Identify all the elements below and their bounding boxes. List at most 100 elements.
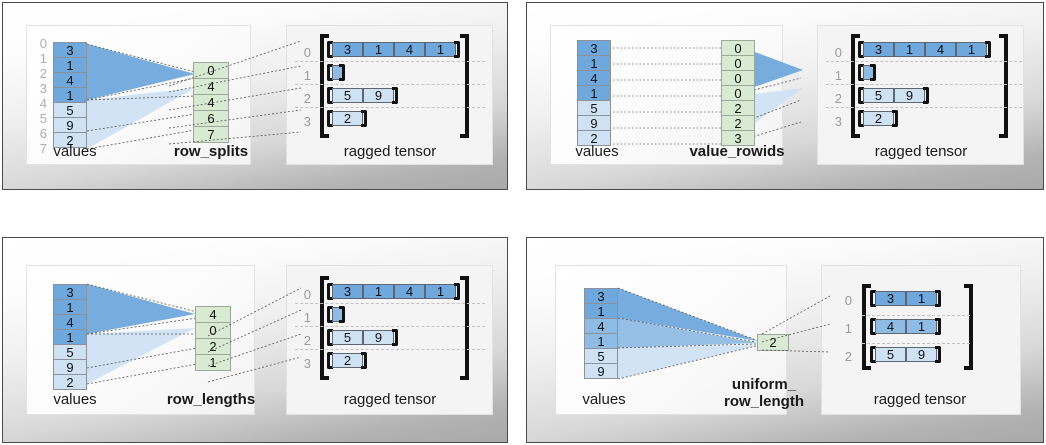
- encoding-cell: 0: [721, 55, 755, 71]
- value-cell: 1: [53, 57, 87, 73]
- encoding-cell: 0: [721, 85, 755, 101]
- value-cell: 1: [577, 55, 611, 71]
- value-cell: 1: [584, 303, 618, 319]
- tensor-cell: 9: [363, 330, 394, 345]
- value-index: 3: [39, 81, 47, 96]
- row-bracket-left: [870, 290, 876, 307]
- tensor-cell: 9: [906, 347, 937, 362]
- value-cell: 4: [584, 318, 618, 334]
- tensor-row-index: 3: [834, 114, 842, 129]
- row-divider: [295, 84, 485, 85]
- tensor-row-index: 1: [303, 68, 311, 83]
- row-bracket-left: [858, 87, 864, 104]
- tensor-row-index: 2: [834, 91, 842, 106]
- row-bracket-left: [327, 64, 333, 81]
- tensor-bracket-right: [460, 276, 469, 380]
- encoding-label: row_splits: [173, 143, 249, 160]
- row-bracket-left: [327, 41, 333, 58]
- row-bracket-right: [892, 110, 898, 127]
- value-index: 4: [39, 96, 47, 111]
- encoding-card-uniform-row-length: 3 1 4 1 5 9 2 values uniform_ row_length: [555, 265, 804, 415]
- value-index: 2: [39, 66, 47, 81]
- encoding-card-value-rowids: 3 1 4 1 5 9 2 0 0 0 0 2 2 3 values value…: [550, 25, 803, 165]
- encoding-column-row-splits: 0 4 4 6 7: [193, 62, 229, 143]
- encoding-column-uniform-row-length: 2: [757, 334, 789, 351]
- tensor-cell: 3: [332, 42, 363, 57]
- tensor-cell: 2: [863, 111, 894, 126]
- row-bracket-left: [327, 329, 333, 346]
- values-label: values: [575, 143, 619, 160]
- row-bracket-left: [870, 346, 876, 363]
- values-column-row-lengths: 3 1 4 1 5 9 2: [53, 284, 87, 390]
- encoding-cell: 2: [757, 334, 789, 351]
- row-bracket-left: [870, 318, 876, 335]
- value-cell: 1: [577, 85, 611, 101]
- tensor-row-index: 3: [303, 356, 311, 371]
- encoding-cell: 0: [721, 40, 755, 56]
- row-bracket-right: [454, 283, 460, 300]
- value-index: 5: [39, 111, 47, 126]
- tensor-cell: 1: [425, 42, 456, 57]
- row-bracket-right: [935, 290, 941, 307]
- value-cell: 9: [53, 117, 87, 133]
- tensor-cell: 5: [332, 330, 363, 345]
- row-bracket-left: [858, 110, 864, 127]
- encoding-cell: 2: [195, 338, 231, 355]
- encoding-cell: 2: [721, 100, 755, 116]
- tensor-label: ragged tensor: [343, 143, 437, 160]
- row-bracket-right: [339, 306, 345, 323]
- tensor-row-index: 0: [303, 287, 311, 302]
- row-divider: [295, 349, 485, 350]
- tensor-bracket-right: [964, 284, 973, 370]
- encoding-cell: 3: [721, 130, 755, 146]
- row-bracket-right: [935, 346, 941, 363]
- tensor-bracket-right: [460, 34, 469, 138]
- value-cell: 1: [53, 87, 87, 103]
- tensor-label: ragged tensor: [873, 391, 967, 408]
- row-bracket-right: [392, 87, 398, 104]
- row-divider: [826, 84, 1022, 85]
- value-cell: 4: [53, 314, 87, 330]
- tensor-bracket-left: [851, 34, 860, 138]
- encoding-card-row-splits: 3 1 4 1 5 9 2 0 1 2 3 4 5 6 7 0 4 4 6: [26, 25, 251, 165]
- tensor-row-index: 0: [303, 45, 311, 60]
- value-index: 1: [39, 51, 47, 66]
- row-bracket-left: [327, 306, 333, 323]
- tensor-cell: 4: [875, 319, 906, 334]
- tensor-row-index: 1: [834, 68, 842, 83]
- tensor-label: ragged tensor: [343, 391, 437, 408]
- row-divider: [295, 303, 485, 304]
- tensor-card-uniform-row-length: 0 1 2 3 1 4 1 5 9 ragged tensor: [761, 265, 1021, 415]
- tensor-bracket-left: [862, 284, 871, 370]
- tensor-cell: 5: [332, 88, 363, 103]
- tensor-cell: 1: [906, 291, 937, 306]
- value-cell: 5: [53, 344, 87, 360]
- value-index: 6: [39, 126, 47, 141]
- value-cell: 3: [53, 284, 87, 300]
- values-label: values: [53, 391, 97, 408]
- encoding-cell: 4: [193, 78, 229, 95]
- value-cell: 5: [584, 348, 618, 364]
- tensor-bracket-right: [999, 34, 1008, 138]
- row-bracket-right: [985, 41, 991, 58]
- tensor-cell: 1: [956, 42, 987, 57]
- row-bracket-right: [392, 329, 398, 346]
- row-divider: [826, 107, 1022, 108]
- tensor-row-index: 3: [303, 114, 311, 129]
- tensor-cell: 1: [363, 42, 394, 57]
- tensor-cell: 1: [425, 284, 456, 299]
- tensor-cell: 1: [906, 319, 937, 334]
- row-bracket-right: [935, 318, 941, 335]
- encoding-card-row-lengths: 3 1 4 1 5 9 2 4 0 2 1 values row_lengths: [26, 265, 255, 415]
- values-label: values: [582, 391, 626, 408]
- row-bracket-left: [858, 64, 864, 81]
- encoding-cell: 4: [193, 94, 229, 111]
- tensor-row-index: 2: [303, 91, 311, 106]
- row-divider: [862, 315, 970, 316]
- value-cell: 4: [577, 70, 611, 86]
- value-cell: 2: [53, 374, 87, 390]
- tensor-row-index: 2: [844, 349, 852, 364]
- tensor-cell: 4: [394, 284, 425, 299]
- tensor-cell: 2: [332, 353, 363, 368]
- value-cell: 1: [584, 333, 618, 349]
